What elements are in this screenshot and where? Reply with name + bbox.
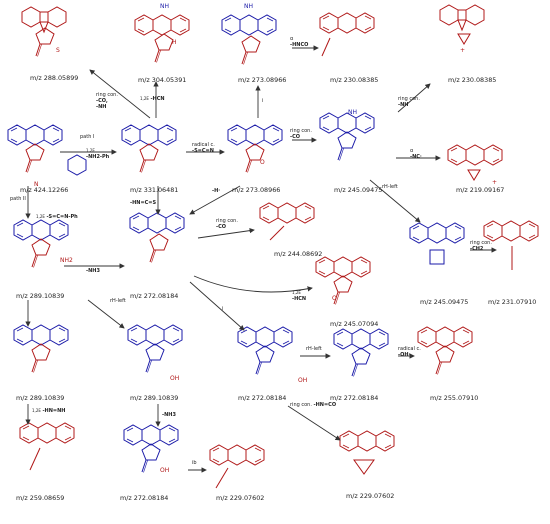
structure-219 bbox=[447, 144, 503, 181]
label-ring-con-nh: ring con. -NH bbox=[398, 96, 420, 108]
label-rh-left-2: rH-left bbox=[110, 298, 126, 304]
structure-229a bbox=[209, 444, 265, 489]
label-i-2: i bbox=[222, 306, 224, 312]
mz-230b: m/z 230.08385 bbox=[448, 76, 497, 84]
label-rh-left: rH-left bbox=[382, 184, 398, 190]
label-h-rad: -H· bbox=[212, 188, 221, 194]
structure-245a bbox=[319, 112, 375, 161]
mz-289a: m/z 289.10839 bbox=[16, 292, 65, 300]
label-ring-con-co-nh: ring con. -CO, -NH bbox=[96, 92, 118, 110]
mz-259: m/z 259.08659 bbox=[16, 494, 65, 502]
atom-NH: NH bbox=[348, 109, 357, 116]
structure-273-top bbox=[221, 14, 277, 65]
label-radical-oh: radical c. -OH· bbox=[398, 346, 421, 358]
label-nh3-2: -NH3 bbox=[162, 412, 176, 418]
label-alpha-hnco: α -HNCO bbox=[290, 36, 309, 48]
atom-O: O bbox=[260, 159, 265, 166]
mz-244: m/z 244.08692 bbox=[274, 250, 323, 258]
label-nh2ph: 1,2E -NH2-Ph bbox=[86, 148, 110, 160]
structure-230a bbox=[319, 12, 375, 57]
structure-289b bbox=[13, 324, 69, 373]
label-nh3: -NH3 bbox=[86, 268, 100, 274]
label-alpha-nc: α -NC· bbox=[410, 148, 422, 160]
label-scnph: 1,2E -S=C=N-Ph bbox=[36, 214, 78, 220]
atom-S: S bbox=[56, 47, 60, 54]
mz-229a: m/z 229.07602 bbox=[216, 494, 265, 502]
atom-plus: + bbox=[460, 47, 466, 54]
arrow-272-to-244 bbox=[197, 227, 255, 239]
label-i-1: i bbox=[262, 98, 264, 104]
arrow-273-to-272 bbox=[189, 185, 241, 215]
atom-OH: OH bbox=[160, 467, 170, 474]
label-hcn-2: 1,2E -HCN bbox=[292, 290, 307, 302]
mz-304: m/z 304.05391 bbox=[138, 76, 187, 84]
arrow-245-to-230b bbox=[397, 83, 431, 113]
structure-272-right bbox=[333, 328, 389, 377]
mz-424: m/z 424.12266 bbox=[20, 186, 69, 194]
structure-424 bbox=[7, 124, 87, 176]
mz-289b: m/z 289.10839 bbox=[16, 394, 65, 402]
atom-NH2: NH2 bbox=[60, 257, 73, 264]
arrow-331-to-288 bbox=[89, 69, 151, 119]
mz-272-lower: m/z 272.08184 bbox=[238, 394, 287, 402]
mz-289c: m/z 289.10839 bbox=[130, 394, 179, 402]
structure-272-bottom bbox=[123, 424, 179, 473]
structure-331 bbox=[121, 124, 177, 173]
label-ring-con-hnco: ring con. -HN=CO bbox=[290, 402, 337, 408]
label-radical-scn: radical c. -S=C=N bbox=[192, 142, 215, 154]
label-hnccs: -HN=C=S bbox=[130, 200, 157, 206]
structure-273-mid bbox=[227, 124, 283, 173]
mz-272-center: m/z 272.08184 bbox=[130, 292, 179, 300]
mz-273-mid: m/z 273.08966 bbox=[232, 186, 281, 194]
structure-272-lower bbox=[237, 326, 293, 375]
mz-245b: m/z 245.09475 bbox=[420, 298, 469, 306]
structure-231 bbox=[483, 220, 539, 270]
mz-245-red: m/z 245.07094 bbox=[330, 320, 379, 328]
mz-288: m/z 288.05899 bbox=[30, 74, 79, 82]
label-path-1: path I bbox=[80, 134, 95, 140]
structure-259 bbox=[19, 422, 75, 471]
atom-O: O bbox=[332, 295, 337, 302]
mz-229b: m/z 229.07602 bbox=[346, 492, 395, 500]
structure-244 bbox=[259, 202, 315, 241]
mz-230a: m/z 230.08385 bbox=[330, 76, 379, 84]
mz-245a: m/z 245.09475 bbox=[334, 186, 383, 194]
structure-289c bbox=[127, 324, 183, 373]
label-ring-con-ch2: ring con. -CH2 bbox=[470, 240, 492, 252]
mz-331: m/z 331.06481 bbox=[130, 186, 179, 194]
mz-272-right: m/z 272.08184 bbox=[330, 394, 379, 402]
label-hcn: 1,2E -HCN bbox=[140, 96, 165, 102]
mz-219: m/z 219.09167 bbox=[456, 186, 505, 194]
atom-N: N bbox=[34, 181, 39, 188]
arrow-289-to-289c bbox=[87, 299, 125, 329]
atom-plus: + bbox=[492, 179, 498, 186]
label-rh-left-3: rH-left bbox=[306, 346, 322, 352]
structure-229b bbox=[339, 430, 395, 475]
label-hnnh: 1,2E -HN=NH bbox=[32, 408, 66, 414]
mz-273-top: m/z 273.08966 bbox=[238, 76, 287, 84]
arrow-272-to-229b bbox=[287, 405, 341, 441]
atom-NH: NH bbox=[244, 3, 253, 10]
structure-255 bbox=[417, 326, 473, 375]
arrow-272-to-272lower bbox=[189, 281, 245, 331]
atom-NH: NH bbox=[160, 3, 169, 10]
mz-255: m/z 255.07910 bbox=[430, 394, 479, 402]
atom-OH: OH bbox=[298, 377, 308, 384]
label-ring-con-co: ring con. -CO bbox=[290, 128, 312, 140]
label-path-2: path II bbox=[10, 196, 26, 202]
label-i-b: ib bbox=[192, 460, 197, 466]
structure-230b bbox=[439, 4, 485, 45]
structure-245b bbox=[409, 222, 465, 265]
structure-245-red bbox=[315, 256, 371, 305]
arrow-272-to-245red bbox=[193, 275, 313, 293]
structure-304 bbox=[134, 14, 190, 63]
atom-OH: OH bbox=[170, 375, 180, 382]
structure-272-center bbox=[129, 212, 185, 263]
arrow-245-to-245b bbox=[369, 179, 421, 223]
label-ring-con-co-2: ring con. -CO bbox=[216, 218, 238, 230]
mz-231: m/z 231.07910 bbox=[488, 298, 537, 306]
atom-H: H bbox=[172, 39, 177, 46]
mz-272-bottom: m/z 272.08184 bbox=[120, 494, 169, 502]
